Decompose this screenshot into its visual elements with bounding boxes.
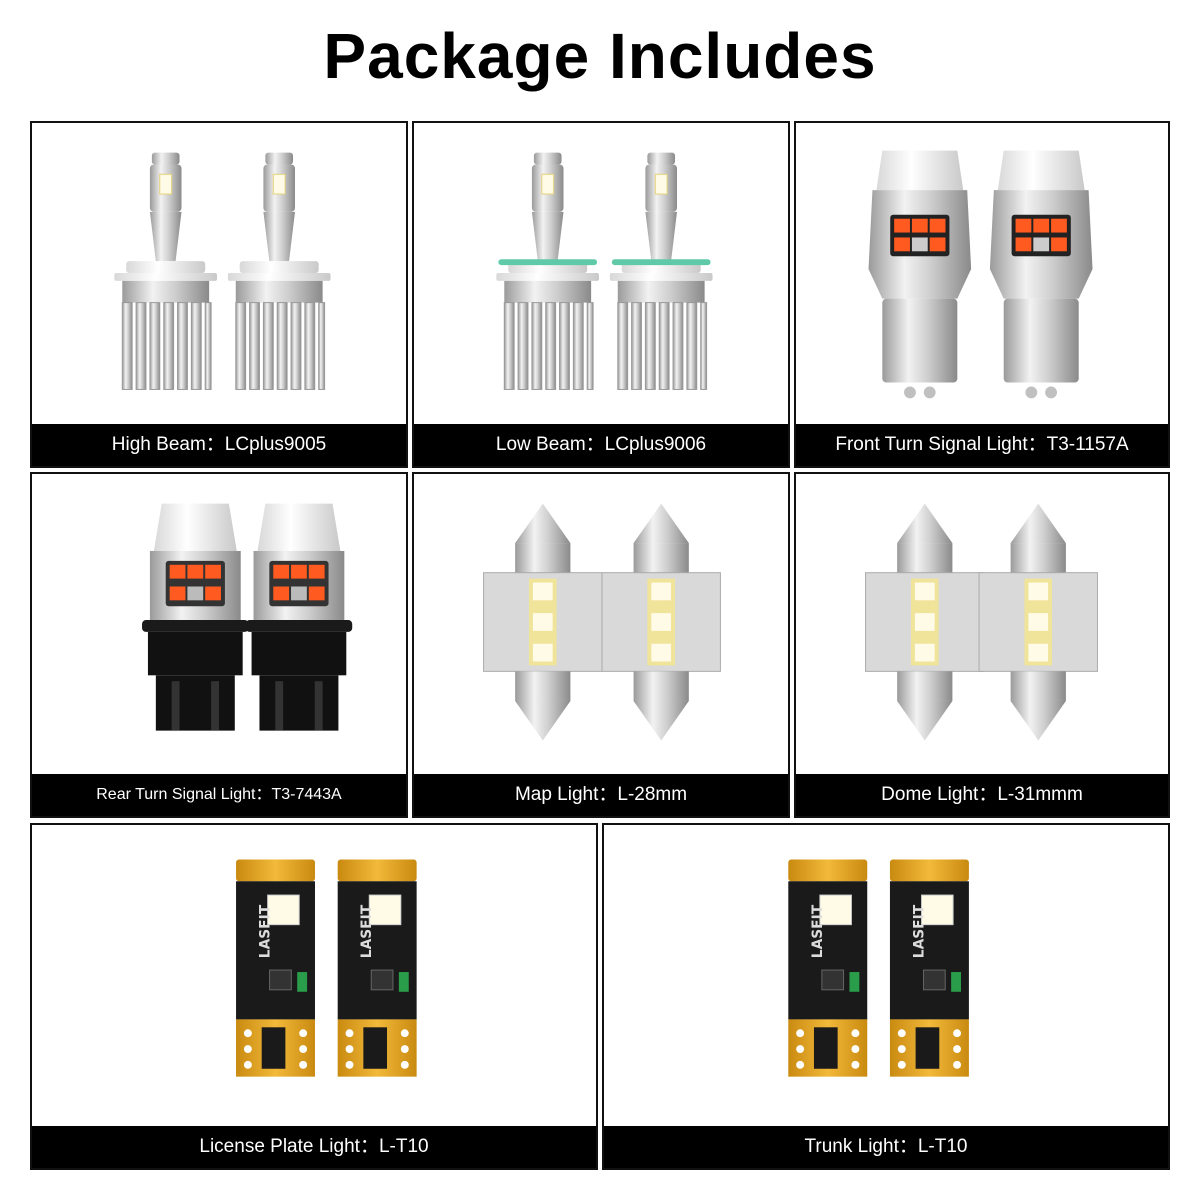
t10-bulb-icon bbox=[604, 825, 1168, 1126]
headlight-bulb-icon bbox=[32, 123, 406, 424]
product-label: Rear Turn Signal Light：T3-7443A bbox=[32, 774, 406, 816]
product-label: Front Turn Signal Light：T3-1157A bbox=[796, 424, 1168, 466]
product-label: High Beam：LCplus9005 bbox=[32, 424, 406, 466]
product-label: License Plate Light：L-T10 bbox=[32, 1126, 596, 1168]
turn-signal-bulb-icon bbox=[796, 123, 1168, 424]
product-card-front-turn-signal: Front Turn Signal Light：T3-1157A bbox=[794, 121, 1170, 468]
page-title: Package Includes bbox=[323, 20, 877, 92]
product-label: Dome Light：L-31mmm bbox=[796, 774, 1168, 816]
product-label: Low Beam：LCplus9006 bbox=[414, 424, 788, 466]
product-card-map-light: Map Light：L-28mm bbox=[412, 472, 790, 818]
wedge-bulb-icon bbox=[32, 474, 406, 774]
product-card-trunk-light: Trunk Light：L-T10 bbox=[602, 823, 1170, 1170]
product-card-high-beam: High Beam：LCplus9005 bbox=[30, 121, 408, 468]
festoon-bulb-icon bbox=[796, 474, 1168, 774]
product-label: Map Light：L-28mm bbox=[414, 774, 788, 816]
headlight-bulb-icon bbox=[414, 123, 788, 424]
product-card-rear-turn-signal: Rear Turn Signal Light：T3-7443A bbox=[30, 472, 408, 818]
festoon-bulb-icon bbox=[414, 474, 788, 774]
product-label: Trunk Light：L-T10 bbox=[604, 1126, 1168, 1168]
t10-bulb-icon bbox=[32, 825, 596, 1126]
product-card-low-beam: Low Beam：LCplus9006 bbox=[412, 121, 790, 468]
product-card-dome-light: Dome Light：L-31mmm bbox=[794, 472, 1170, 818]
product-card-license-plate-light: License Plate Light：L-T10 bbox=[30, 823, 598, 1170]
